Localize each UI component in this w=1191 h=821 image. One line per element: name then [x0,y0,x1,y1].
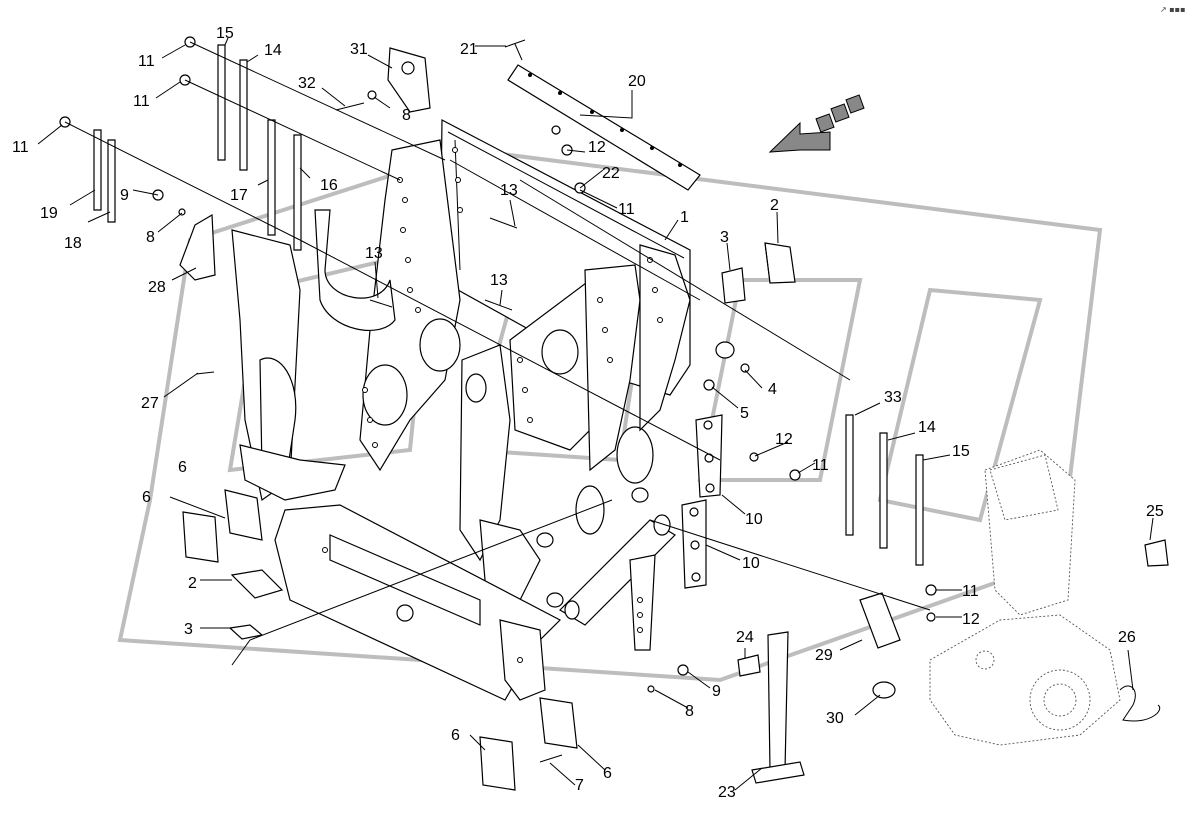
callout-12: 12 [588,139,606,156]
bumper-30 [872,681,896,699]
callout-18: 18 [64,235,82,252]
callout-23: 23 [718,784,736,801]
stand-23 [751,631,805,784]
strip-17 [267,119,276,236]
callout-1: 1 [680,209,689,226]
callout-11: 11 [138,53,155,70]
callout-33: 33 [884,389,902,406]
skid-pad-lower [228,569,284,640]
callout-8: 8 [146,229,155,246]
callout-17: 17 [230,187,248,204]
callout-2: 2 [770,197,779,214]
callout-3: 3 [720,229,729,246]
strip-14 [239,59,248,171]
strip-15 [217,44,226,161]
callout-19: 19 [40,205,58,222]
callout-11: 11 [618,201,635,218]
callout-11: 11 [12,139,29,156]
bracket-28 [179,213,216,281]
callout-6: 6 [178,459,187,476]
callout-28: 28 [148,279,166,296]
callout-5: 5 [740,405,749,422]
callout-11: 11 [812,457,829,474]
callout-7: 7 [575,777,584,794]
callout-22: 22 [602,165,620,182]
wear-pads-6 [182,489,578,791]
callout-24: 24 [736,629,754,646]
leader-lines [37,37,1154,791]
gearbox-ghost [929,449,1121,746]
callout-21: 21 [460,41,478,58]
hook-26 [1119,685,1161,722]
callout-12: 12 [962,611,980,628]
callout-12: 12 [775,431,793,448]
callout-32: 32 [298,75,316,92]
callout-8: 8 [402,107,411,124]
callout-2: 2 [188,575,197,592]
pad-bracket-upper [721,242,796,304]
callout-9: 9 [120,187,129,204]
callout-25: 25 [1146,503,1164,520]
callout-11: 11 [133,93,150,110]
strip-33 [845,414,854,536]
callout-10: 10 [745,511,763,528]
strip-19 [93,129,102,211]
svg-text:↗ ▪▪▪: ↗ ▪▪▪ [1160,5,1186,14]
callout-15: 15 [952,443,970,460]
callout-13: 13 [500,182,518,199]
clip-24 [737,654,761,677]
bracket-29 [859,592,901,649]
direction-arrow-icon [768,94,865,153]
callout-14: 14 [264,42,282,59]
callout-labels: 15 14 11 11 11 31 21 20 32 8 12 22 11 17… [12,25,1164,801]
callout-6: 6 [142,489,151,506]
callout-27: 27 [141,395,159,412]
strip-14b [879,432,888,549]
corner-mark-icon: ↗ ▪▪▪ [1160,5,1186,14]
main-frame [231,119,735,701]
callout-14: 14 [918,419,936,436]
callout-6: 6 [451,727,460,744]
callout-13: 13 [365,245,383,262]
fixing-strips [93,44,924,566]
callout-31: 31 [350,41,368,58]
callout-16: 16 [320,177,338,194]
callout-26: 26 [1118,629,1136,646]
callout-20: 20 [628,73,646,90]
callout-13: 13 [490,272,508,289]
clip-25 [1144,539,1169,567]
strip-18 [107,139,116,223]
callout-9: 9 [712,683,721,700]
strip-16 [293,134,302,251]
callout-15: 15 [216,25,234,42]
callout-10: 10 [742,555,760,572]
callout-29: 29 [815,647,833,664]
links-10 [681,414,723,589]
small-hardware [59,36,1169,763]
strip-15b [915,454,924,566]
callout-6: 6 [603,765,612,782]
bracket-31 [387,47,431,113]
callout-3: 3 [184,621,193,638]
callout-4: 4 [768,381,777,398]
rail-20 [507,64,701,191]
callout-8: 8 [685,703,694,720]
callout-30: 30 [826,710,844,727]
callout-11: 11 [962,583,979,600]
